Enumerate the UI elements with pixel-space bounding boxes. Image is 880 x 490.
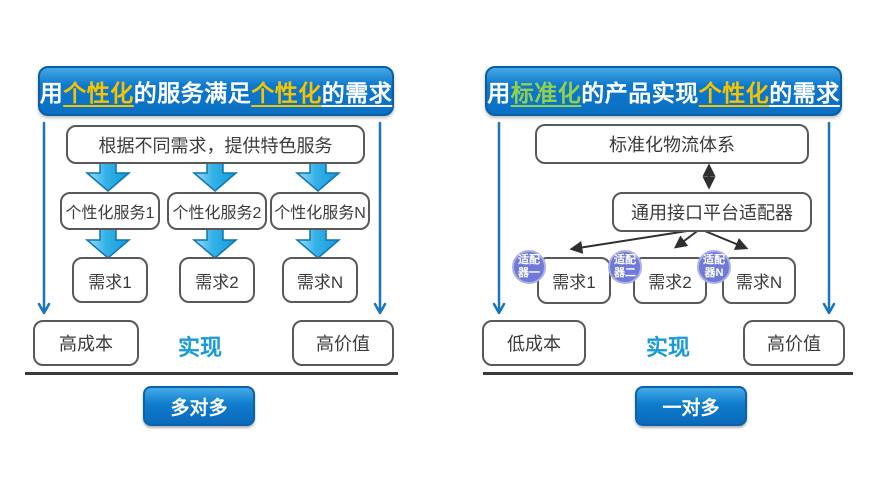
demand-box-n: 需求N [282, 257, 358, 303]
header-highlight: 个性化 [251, 80, 322, 106]
adapter-label: 适配器一 [518, 254, 540, 279]
cost-box: 高成本 [33, 320, 139, 366]
header-highlight: 个性化 [698, 80, 770, 106]
service-box-2: 个性化服务2 [167, 192, 267, 230]
cost-edge-arrow-icon [37, 121, 51, 315]
adapter-circle-2: 适配器二 [608, 250, 642, 284]
down-block-arrow-icon [84, 225, 132, 259]
header-segment: 的需求 [321, 80, 393, 106]
down-block-arrow-icon [191, 225, 239, 259]
realize-label: 实现 [645, 335, 690, 360]
adapter-label: 适配器N [703, 254, 725, 279]
demand-box-2: 需求2 [179, 257, 255, 303]
right-header: 用标准化的产品实现个性化的需求 [485, 66, 842, 116]
left-header: 用个性化的服务满足个性化的需求 [38, 66, 394, 116]
service-box-n: 个性化服务N [270, 192, 370, 230]
demand-box-1: 需求1 [537, 257, 611, 304]
demand-box-1: 需求1 [72, 257, 148, 303]
right-top-box: 标准化物流体系 [535, 124, 809, 164]
header-highlight: 个性化 [63, 80, 134, 106]
service-box-1: 个性化服务1 [60, 192, 160, 230]
header-segment: 的需求 [769, 80, 840, 106]
fan-arrow-icon [673, 228, 701, 249]
divider-line [25, 372, 398, 375]
one-to-many-badge: 一对多 [635, 386, 747, 426]
right-header-title: 用标准化的产品实现个性化的需求 [487, 74, 840, 108]
platform-box: 通用接口平台适配器 [612, 192, 812, 232]
divider-line [483, 372, 853, 375]
many-to-many-badge: 多对多 [143, 386, 255, 426]
fan-arrow-icon [569, 228, 701, 254]
left-header-title: 用个性化的服务满足个性化的需求 [40, 74, 393, 108]
fan-arrow-icon [699, 228, 749, 251]
header-segment: 用 [487, 80, 511, 106]
left-top-box: 根据不同需求，提供特色服务 [66, 125, 365, 164]
value-edge-arrow-icon [822, 121, 836, 315]
value-box: 高价值 [743, 320, 845, 366]
realize-label: 实现 [177, 335, 222, 360]
header-segment: 的服务满足 [133, 80, 252, 106]
adapter-label: 适配器二 [614, 254, 636, 279]
cost-edge-arrow-icon [492, 121, 506, 315]
down-block-arrow-icon [294, 225, 342, 259]
adapter-circle-n: 适配器N [697, 250, 731, 284]
value-edge-arrow-icon [373, 121, 387, 315]
header-segment: 用 [39, 80, 64, 106]
adapter-circle-1: 适配器一 [512, 250, 546, 284]
header-segment: 的产品实现 [581, 80, 699, 106]
header-highlight: 标准化 [510, 80, 582, 106]
value-box: 高价值 [292, 320, 394, 366]
demand-box-2: 需求2 [633, 257, 707, 304]
demand-box-n: 需求N [722, 257, 796, 304]
cost-box: 低成本 [482, 320, 586, 366]
